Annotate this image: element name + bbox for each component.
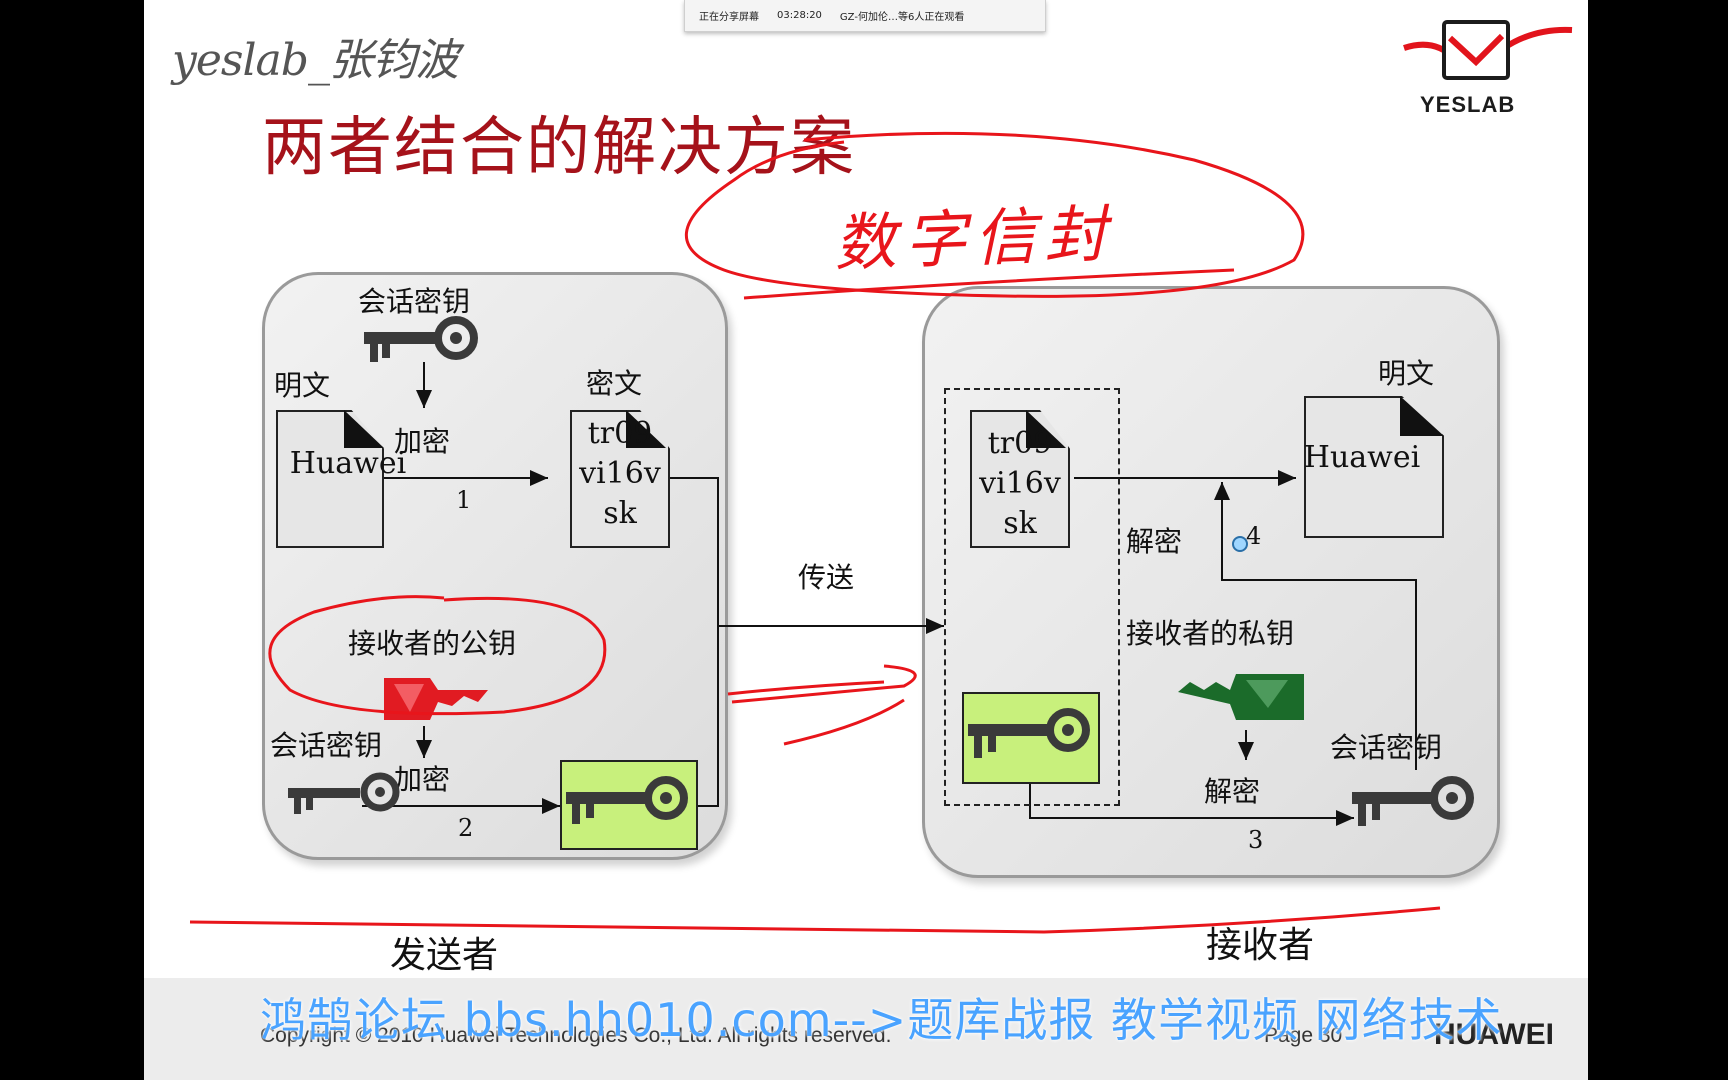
sender-ciphertext-label: 密文 <box>586 367 643 400</box>
sender-plaintext-content: Huawei <box>289 446 407 481</box>
sender-ciphertext-document <box>570 410 670 548</box>
step-2-label: 2 <box>458 814 474 842</box>
receiver-encrypted-session-key-box <box>962 692 1100 784</box>
sender-cipher-line-2: vi16v <box>579 456 661 491</box>
slide: 正在分享屏幕 03:28:20 GZ-何加伦…等6人正在观看 yeslab_张钧… <box>144 0 1588 1080</box>
forum-watermark-banner: 鸿鹄论坛 bbs.hh010.com-->题库战报 教学视频 网络技术 <box>260 993 1503 1047</box>
footer-page-number: Page 30 <box>1264 1024 1343 1047</box>
receiver-received-package <box>944 388 1120 806</box>
sender-role-label: 发送者 <box>390 935 499 976</box>
sender-session-key-icon-top <box>364 316 478 362</box>
receiver-ciphertext-fold <box>1026 410 1066 448</box>
annotation-transfer-stroke-1 <box>727 680 885 696</box>
receiver-decrypt-label-2: 解密 <box>1204 775 1261 808</box>
receiver-role-label: 接收者 <box>1206 925 1315 966</box>
annotation-transfer-stroke-3 <box>783 698 905 746</box>
sender-plaintext-label: 明文 <box>274 369 331 402</box>
transfer-label: 传送 <box>798 561 855 594</box>
sender-encrypt-label-1: 加密 <box>394 425 451 458</box>
slide-footer <box>144 978 1588 1080</box>
receiver-private-key-icon <box>1178 674 1304 720</box>
screen-share-bar[interactable]: 正在分享屏幕 03:28:20 GZ-何加伦…等6人正在观看 <box>684 0 1046 32</box>
yeslab-logo <box>1403 20 1573 80</box>
sender-session-key-label-bottom: 会话密钥 <box>270 729 383 762</box>
receiver-ciphertext-content: tr09 vi16v sk <box>968 424 1072 544</box>
share-timer: 03:28:20 <box>777 10 822 21</box>
cursor-indicator-icon <box>1232 536 1248 552</box>
share-status: 正在分享屏幕 <box>699 12 759 23</box>
receiver-plaintext-content: Huawei <box>1303 440 1421 475</box>
receiver-cipher-line-2: vi16v <box>979 466 1061 501</box>
sender-cipher-line-3: sk <box>603 496 637 531</box>
share-viewers[interactable]: GZ-何加伦…等6人正在观看 <box>839 12 965 23</box>
step-1-label: 1 <box>456 486 472 514</box>
receiver-public-key-icon <box>384 678 488 720</box>
sender-cipher-line-1: tr09 <box>587 416 653 451</box>
receiver-session-key-icon <box>1352 776 1474 826</box>
receiver-plaintext-label: 明文 <box>1378 357 1435 390</box>
sender-ciphertext-fold <box>626 410 666 448</box>
receiver-decrypt-label-1: 解密 <box>1126 525 1183 558</box>
sender-plaintext-fold <box>344 410 384 448</box>
author-watermark: yeslab_张钧波 <box>172 35 459 86</box>
receiver-cipher-line-3: sk <box>1003 506 1037 541</box>
receiver-session-key-label: 会话密钥 <box>1330 731 1443 764</box>
step-3-label: 3 <box>1248 826 1264 854</box>
receiver-public-key-label: 接收者的公钥 <box>348 627 517 660</box>
receiver-ciphertext-document <box>970 410 1070 548</box>
sender-encrypted-session-key-icon <box>566 776 688 824</box>
step-4-label: 4 <box>1246 522 1262 550</box>
receiver-private-key-label: 接收者的私钥 <box>1126 617 1295 650</box>
sender-encrypt-label-2: 加密 <box>394 763 451 796</box>
huawei-logo: HUAWEI <box>1434 1018 1554 1051</box>
sender-session-key-label-top: 会话密钥 <box>358 285 471 318</box>
sender-encrypted-session-key-box <box>560 760 698 850</box>
receiver-cipher-line-1: tr09 <box>987 426 1053 461</box>
sender-ciphertext-content: tr09 vi16v sk <box>568 414 672 534</box>
yeslab-logo-text: YESLAB <box>1420 92 1516 117</box>
receiver-encrypted-session-key-icon <box>968 708 1090 758</box>
annotation-transfer-stroke-2 <box>731 664 917 704</box>
slide-title: 两者结合的解决方案 <box>262 111 856 185</box>
receiver-plaintext-fold <box>1400 396 1444 436</box>
handwritten-note-digital-envelope: 数字信封 <box>833 197 1116 280</box>
footer-copyright: Copyright © 2010 Huawei Technologies Co.… <box>260 1024 892 1047</box>
sender-session-key-icon-bottom <box>288 772 400 814</box>
